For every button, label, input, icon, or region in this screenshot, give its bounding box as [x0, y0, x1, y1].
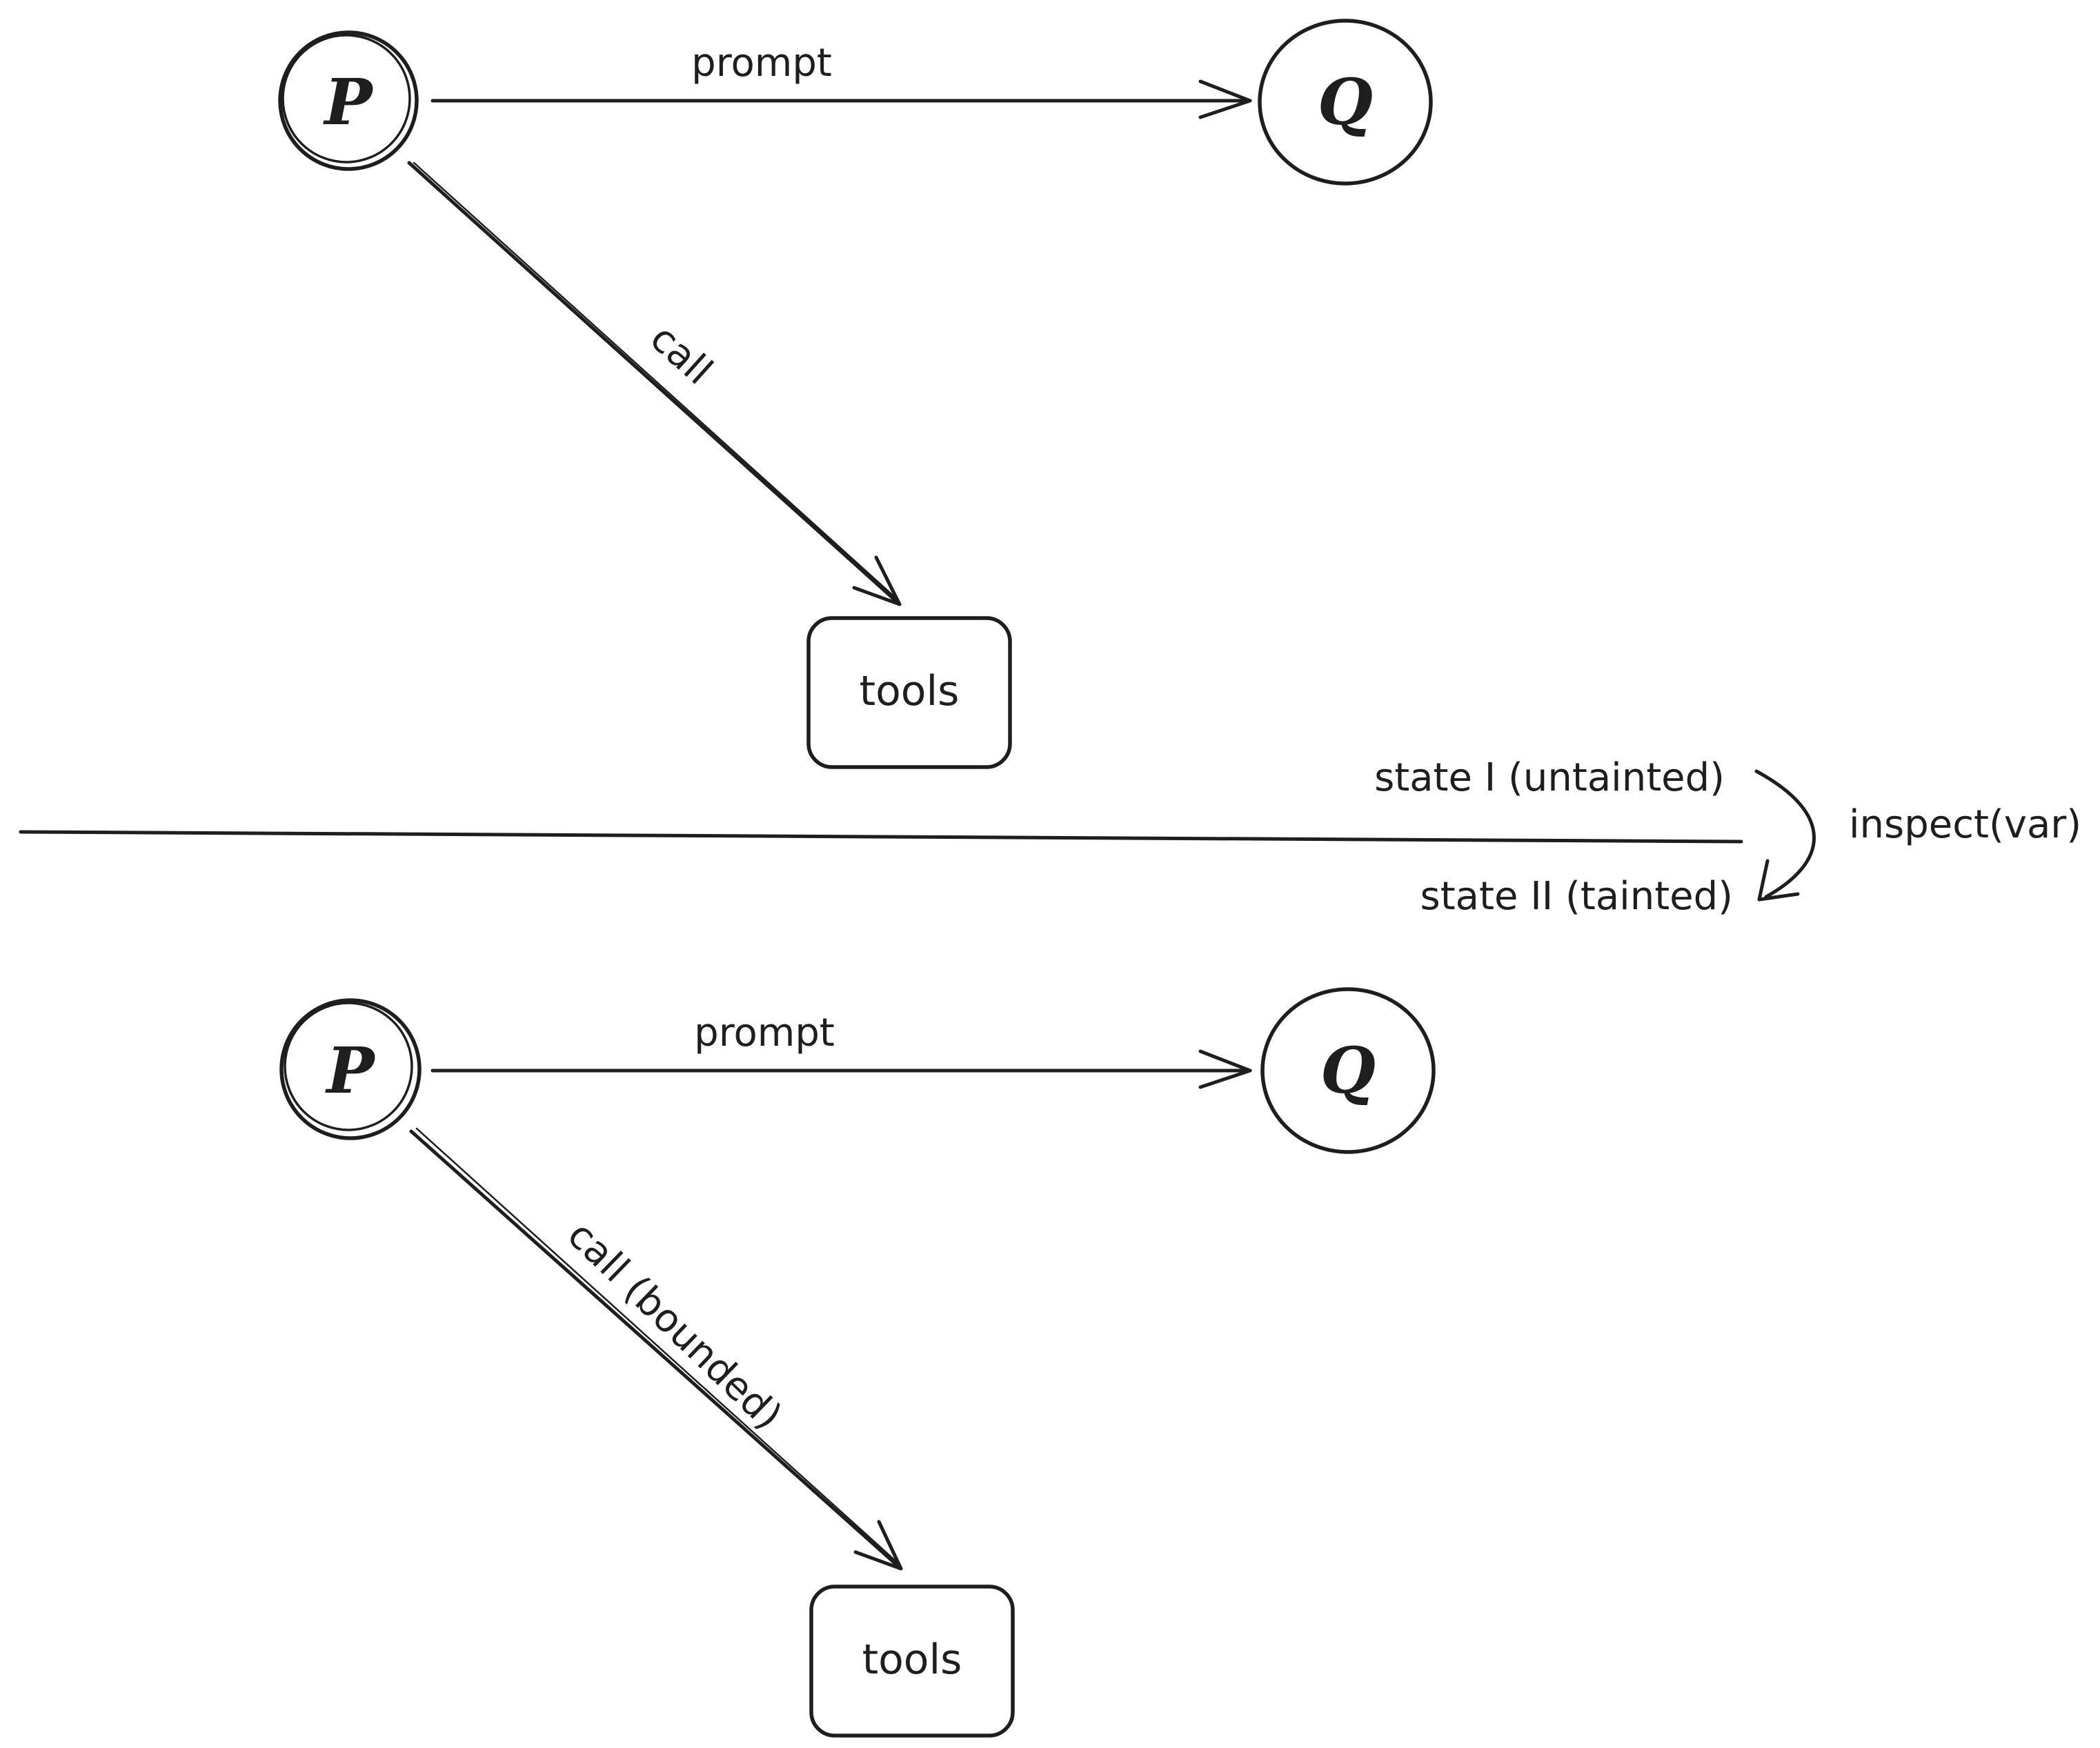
node-p-top[interactable]: P [278, 30, 419, 171]
node-p-bottom-label: P [324, 1033, 376, 1108]
state-lower-label: state II (tainted) [1420, 874, 1733, 919]
edge-call-bottom: call (bounded) [409, 1127, 903, 1571]
edge-prompt-top: prompt [430, 41, 1252, 119]
node-q-top-label: Q [1318, 65, 1373, 139]
node-q-bottom-label: Q [1320, 1033, 1376, 1108]
arrowhead [1757, 859, 1800, 902]
arrowhead [1198, 1049, 1252, 1089]
box-tools-bottom[interactable]: tools [809, 1585, 1015, 1738]
node-q-top[interactable]: Q [1258, 19, 1433, 186]
transition-label: inspect(var) [1849, 802, 2081, 847]
box-tools-bottom-label: tools [862, 1636, 962, 1684]
box-tools-top[interactable]: tools [806, 616, 1012, 769]
arrowhead [1198, 79, 1252, 119]
divider-line [19, 830, 1743, 844]
edge-call-bottom-label: call (bounded) [559, 1213, 791, 1438]
arrowhead [852, 555, 902, 606]
edge-prompt-bottom-label: prompt [694, 1011, 835, 1055]
transition-arrow [1754, 769, 1816, 902]
state-upper-label: state I (untainted) [1374, 755, 1725, 800]
top-section: P Q prompt call tools [278, 19, 1433, 769]
bottom-section: P Q prompt call (bounded) tools [279, 987, 1436, 1738]
node-p-top-label: P [322, 65, 374, 139]
box-tools-top-label: tools [860, 667, 960, 715]
arrowhead [853, 1520, 903, 1571]
node-q-bottom[interactable]: Q [1260, 987, 1436, 1154]
node-p-bottom[interactable]: P [279, 998, 422, 1140]
state-divider: state I (untainted) state II (tainted) i… [19, 755, 2081, 919]
edge-prompt-top-label: prompt [691, 41, 832, 86]
edge-prompt-bottom: prompt [430, 1011, 1252, 1089]
edge-call-top: call [407, 161, 902, 606]
